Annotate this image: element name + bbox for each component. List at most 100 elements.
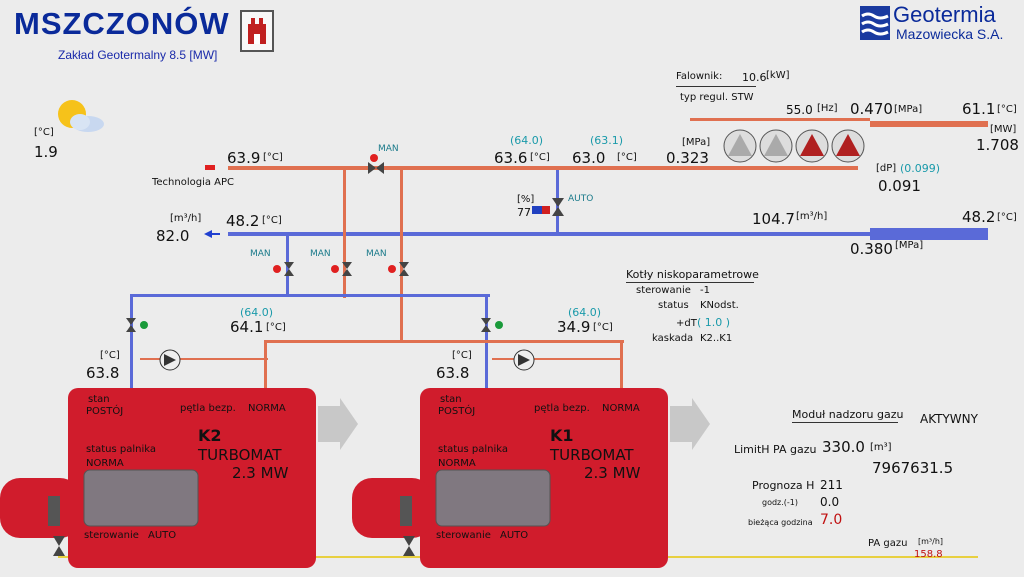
k2-return-unit: [°C]	[100, 350, 120, 361]
geo-out-temp: 61.1	[962, 100, 996, 118]
gas-pa-unit: [m³/h]	[918, 537, 944, 546]
gas-biez-label: bieżąca godzina	[748, 518, 813, 527]
valve-man-3-mode: MAN	[366, 249, 387, 259]
geo-pumps-icon[interactable]	[722, 128, 870, 168]
plant-subtitle: Zakład Geotermalny 8.5 [MW]	[58, 48, 218, 62]
k1-stan-label: stan	[440, 394, 462, 405]
kotly-ster: -1	[700, 285, 710, 296]
supply-temp-2-unit: [°C]	[530, 152, 550, 163]
k2-inlet-valve-icon[interactable]	[124, 316, 150, 338]
valve-main-mode: MAN	[378, 144, 399, 154]
k1-status-label: status palnika	[438, 444, 509, 455]
valve-auto-pct-unit: [%]	[517, 194, 535, 205]
return-flow: 82.0	[156, 227, 190, 245]
k1-gas-valve-icon[interactable]	[402, 534, 416, 562]
valve-auto-icon[interactable]	[550, 196, 566, 222]
k1-power: 2.3 MW	[584, 464, 641, 482]
gas-pa: 158.8	[914, 549, 943, 560]
kotly-dt-label: +dT	[676, 318, 697, 329]
k2-stan-label: stan	[88, 394, 110, 405]
valve-actuator-icon	[532, 200, 552, 219]
technologia-label[interactable]: Technologia APC	[152, 177, 235, 188]
falownik-underline	[676, 86, 756, 87]
gas-godz-label: godz.(-1)	[762, 498, 799, 507]
k2-gas-valve-icon[interactable]	[52, 534, 66, 562]
k1-status: NORMA	[438, 458, 476, 469]
return-temp-unit: [°C]	[262, 215, 282, 226]
k2-name: K2	[198, 426, 222, 445]
k2-out-temp-unit: [°C]	[266, 322, 286, 333]
plant-title: MSZCZONÓW	[14, 6, 230, 41]
k1-petla: NORMA	[602, 403, 640, 414]
return-temp: 48.2	[226, 212, 260, 230]
valve-auto-pct: 77	[517, 206, 531, 219]
dp-value: 0.091	[878, 177, 921, 195]
k2-ster-label: sterowanie	[84, 530, 139, 541]
k2-out-temp: 64.1	[230, 318, 264, 336]
k2-return-temp: 63.8	[86, 364, 120, 382]
gas-prognoza: 211	[820, 478, 843, 492]
return-pressure: 0.380	[850, 240, 893, 258]
outdoor-temp-unit: [°C]	[34, 127, 54, 138]
falownik-label: Falownik:	[676, 71, 723, 82]
gas-prognoza-label: Prognoza H	[752, 479, 815, 492]
k2-pump-icon[interactable]	[158, 348, 182, 376]
k1-pump-icon[interactable]	[512, 348, 536, 376]
k2-power: 2.3 MW	[232, 464, 289, 482]
pump-pressure-unit: [MPa]	[894, 104, 923, 115]
k2-petla-label: pętla bezp.	[180, 403, 236, 414]
return-pressure-unit: [MPa]	[895, 240, 924, 251]
boiler-k1[interactable]	[352, 384, 712, 577]
k1-ster: AUTO	[500, 530, 529, 541]
valve-auto-mode: AUTO	[568, 194, 594, 204]
supply-pressure: 0.323	[666, 149, 709, 167]
supply-temp-1-unit: [°C]	[263, 152, 283, 163]
gas-state: AKTYWNY	[920, 412, 978, 426]
gas-title-underline	[792, 422, 898, 423]
k1-return-unit: [°C]	[452, 350, 472, 361]
supply-temp-2: 63.6	[494, 149, 528, 167]
return-flow-2: 104.7	[752, 210, 795, 228]
falownik-unit: [kW]	[766, 70, 790, 81]
supply-temp-3-unit: [°C]	[617, 152, 637, 163]
falownik-value: 10.6	[742, 71, 767, 84]
k1-inlet-valve-icon[interactable]	[479, 316, 505, 338]
k1-stan: POSTÓJ	[438, 406, 476, 417]
pump-pressure: 0.470	[850, 100, 893, 118]
k1-name: K1	[550, 426, 574, 445]
return-temp-right: 48.2	[962, 208, 996, 226]
k1-petla-label: pętla bezp.	[534, 403, 590, 414]
return-flow-2-unit: [m³/h]	[796, 211, 828, 222]
kotly-kaskada: K2..K1	[700, 333, 733, 344]
supply-temp-3: 63.0	[572, 149, 606, 167]
kotly-underline	[626, 282, 754, 283]
valve-man-main-icon[interactable]	[366, 154, 386, 178]
supply-temp-1: 63.9	[227, 149, 261, 167]
outdoor-temp: 1.9	[34, 143, 58, 161]
gas-pa-label: PA gazu	[868, 538, 908, 549]
gas-godz: 0.0	[820, 495, 840, 509]
gas-limit-label: LimitH PA gazu	[734, 443, 817, 456]
kotly-status-label: status	[658, 300, 689, 311]
k2-status: NORMA	[86, 458, 124, 469]
valve-man-1-icon[interactable]	[272, 260, 298, 282]
k1-out-temp-unit: [°C]	[593, 322, 613, 333]
weather-icon	[52, 96, 108, 140]
boiler-k2[interactable]	[0, 384, 360, 577]
supply-setpoint-a: (64.0)	[510, 134, 544, 147]
k2-ster: AUTO	[148, 530, 177, 541]
supply-setpoint-b: (63.1)	[590, 134, 624, 147]
k2-status-label: status palnika	[86, 444, 157, 455]
return-temp-right-unit: [°C]	[997, 212, 1017, 223]
valve-man-1-mode: MAN	[250, 249, 271, 259]
pump-frequency-unit: [Hz]	[817, 103, 838, 114]
gas-title: Moduł nadzoru gazu	[792, 408, 904, 421]
k1-return-temp: 63.8	[436, 364, 470, 382]
k2-petla: NORMA	[248, 403, 286, 414]
valve-man-2-icon[interactable]	[330, 260, 356, 282]
pump-frequency: 55.0	[786, 103, 813, 117]
dp-label: [dP]	[876, 163, 897, 174]
kotly-status: KNodst.	[700, 300, 739, 311]
gas-biez: 7.0	[820, 512, 843, 528]
valve-man-3-icon[interactable]	[387, 260, 413, 282]
